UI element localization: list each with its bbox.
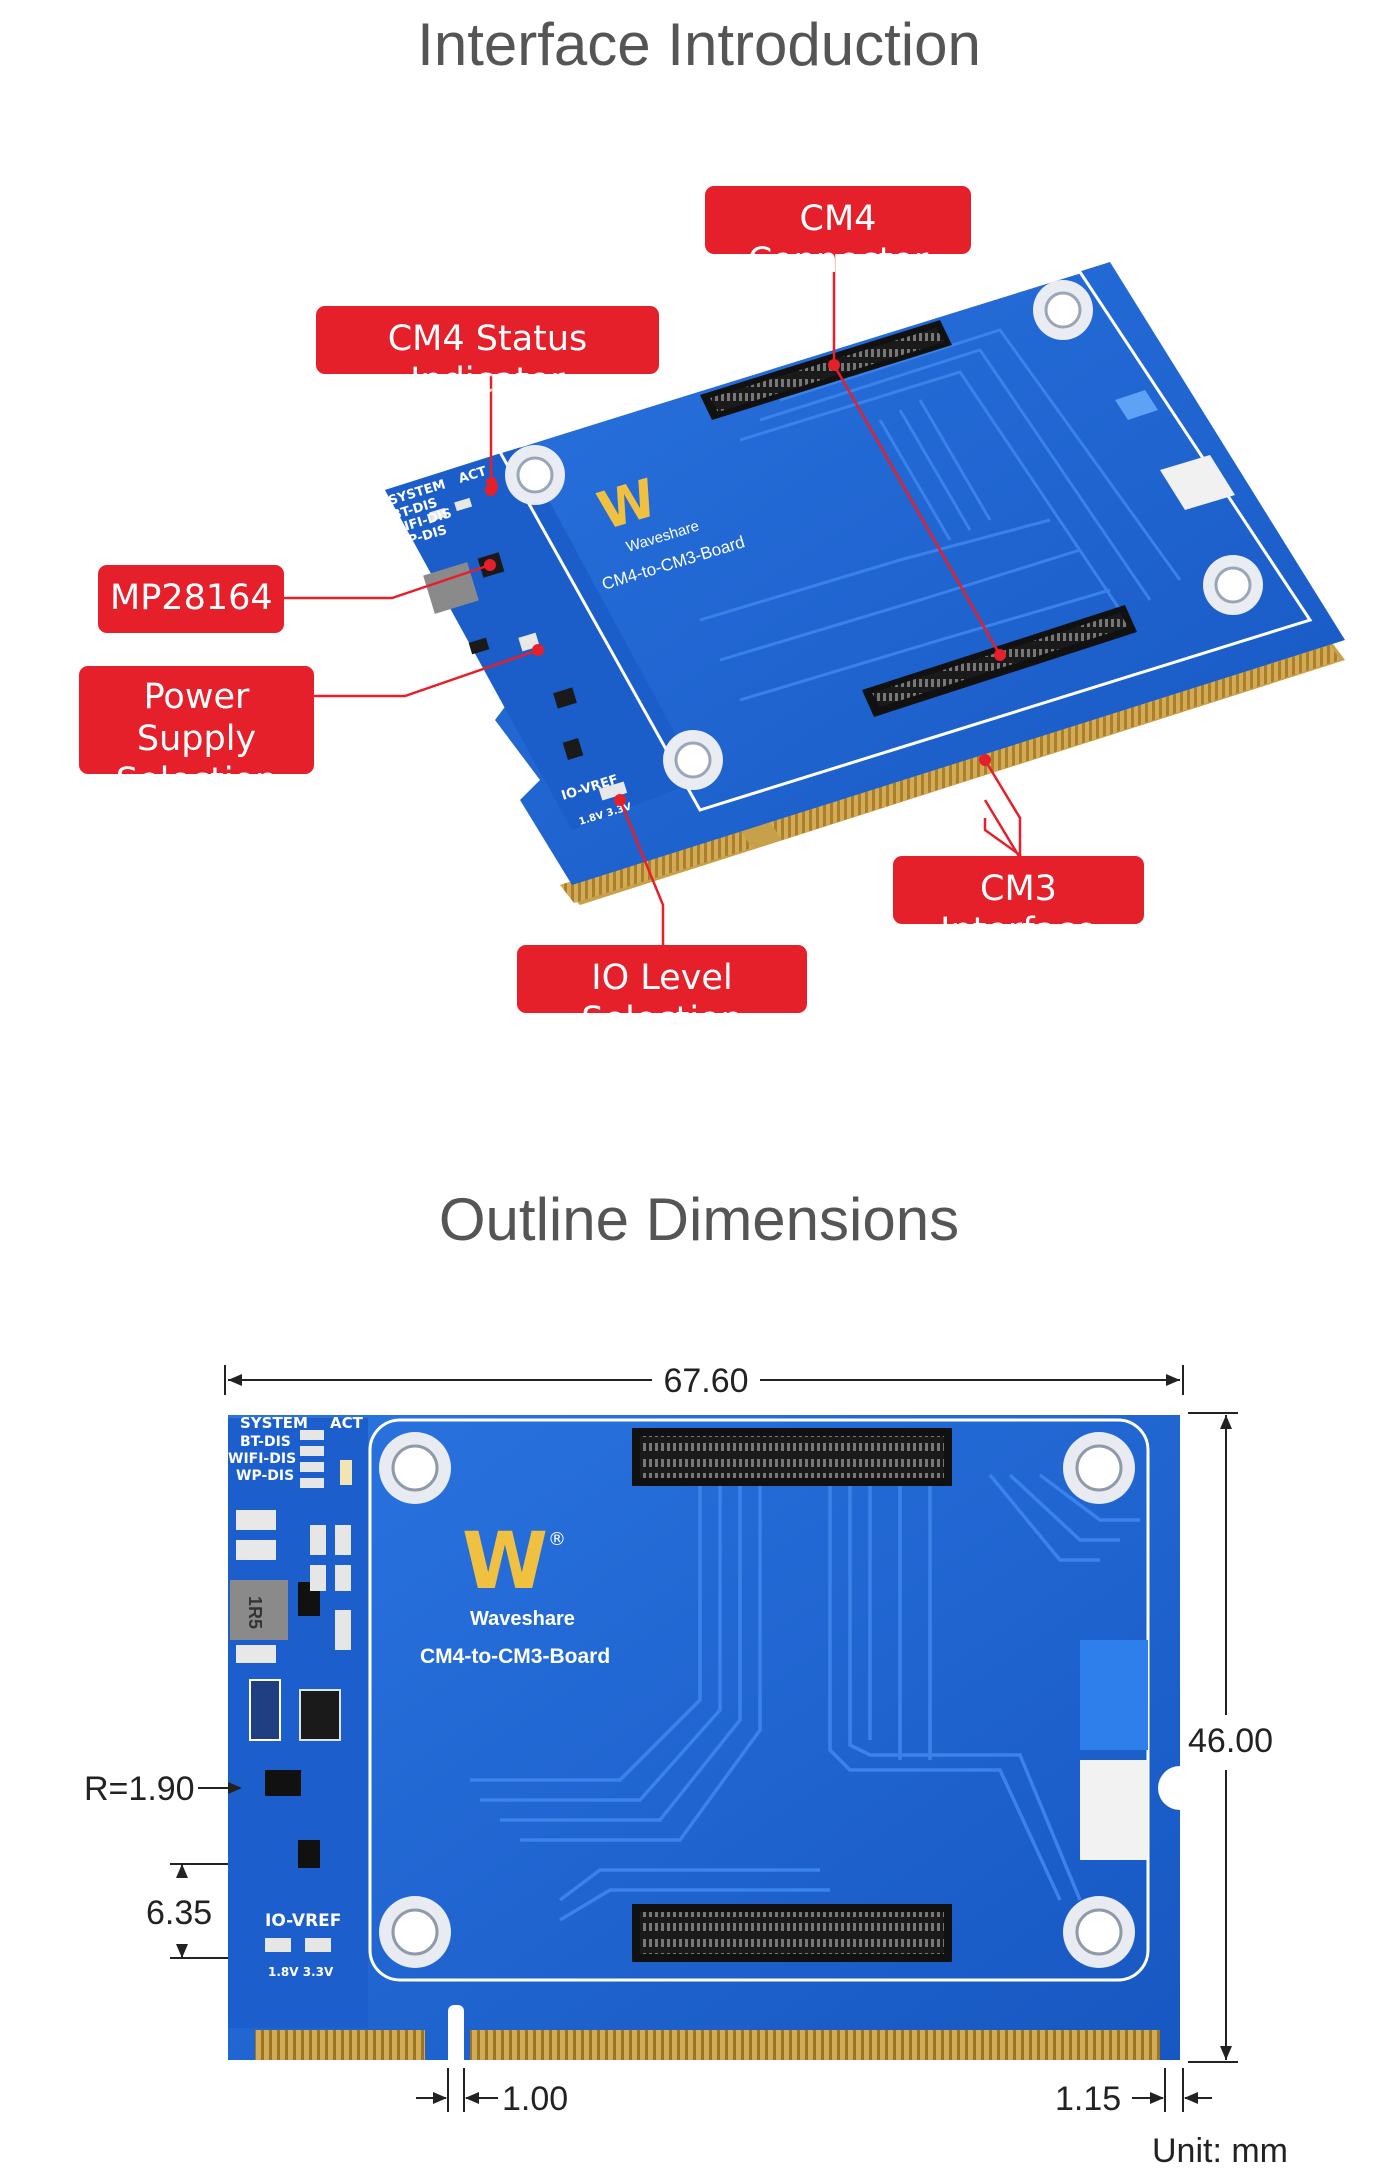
inductor-marking: 1R5 [245,1596,265,1629]
key-slot [448,2005,464,2065]
dim-radius-label: R=1.90 [84,1770,195,1808]
gold-fingers-left [255,2030,425,2060]
flat-silk-bt: BT-DIS [240,1434,291,1450]
interface-title: Interface Introduction [417,11,981,78]
dim-notch-height-label: 6.35 [146,1894,212,1932]
dim-height-label: 46.00 [1188,1722,1273,1760]
dim-edge-offset-label: 1.15 [1055,2080,1121,2118]
mounting-holes [505,280,1263,790]
flat-mounting-holes [379,1432,1135,1968]
callout-cm4-status-indicator: CM4 Status Indicator [316,306,659,401]
outline-title: Outline Dimensions [438,1186,960,1253]
callout-mp28164: MP28164 [98,565,284,633]
right-notch [1158,1766,1202,1810]
flat-silk-wifi: WIFI-DIS [228,1451,296,1467]
flat-smd-components: 1R5 [228,1418,368,2028]
flat-silk-io-vref: IO-VREF [265,1911,341,1931]
flat-silk-act: ACT [330,1414,364,1432]
flat-logo-brand: Waveshare [470,1608,575,1630]
inductor [423,562,479,614]
white-pad [1160,455,1235,510]
dim-notch-width-label: 1.00 [502,2080,568,2118]
flat-waveshare-logo: W ® Waveshare CM4-to-CM3-Board [420,1517,610,1668]
dim-width-label: 67.60 [663,1362,748,1400]
gold-fingers-right [470,2030,1160,2060]
svg-text:®: ® [548,1529,566,1550]
board-perspective: W Waveshare CM4-to-CM3-Board SYSTEM ACT … [284,252,1345,958]
flat-board-model: CM4-to-CM3-Board [420,1645,610,1668]
callout-cm3-interface: CM3 Interface [893,856,1144,951]
flat-white-pad [1080,1760,1148,1860]
callout-cm4-connector: CM4 Connector [705,186,971,281]
flat-cm4-connector-top [632,1428,952,1486]
callout-lines [284,252,1022,958]
callout-io-level-selection: IO Level Selection [517,945,807,1040]
flat-cm4-connector-bottom [632,1904,952,1962]
keepout-outline [497,270,1313,812]
dimension-lines [170,1365,1238,2112]
flat-silk-wp: WP-DIS [236,1468,294,1484]
flat-inductor [230,1580,288,1640]
cm4-connector-top [700,320,952,420]
smd-components [423,476,628,801]
flat-silk-voltage: 1.8V 3.3V [268,1965,334,1979]
flat-silk-system: SYSTEM [240,1414,308,1432]
callout-power-supply-selection: Power Supply Selection [79,666,314,801]
unit-label: Unit: mm [1152,2132,1288,2170]
svg-text:W: W [462,1517,548,1607]
board-flat: W ® Waveshare CM4-to-CM3-Board 1R5 [206,1414,1202,2065]
